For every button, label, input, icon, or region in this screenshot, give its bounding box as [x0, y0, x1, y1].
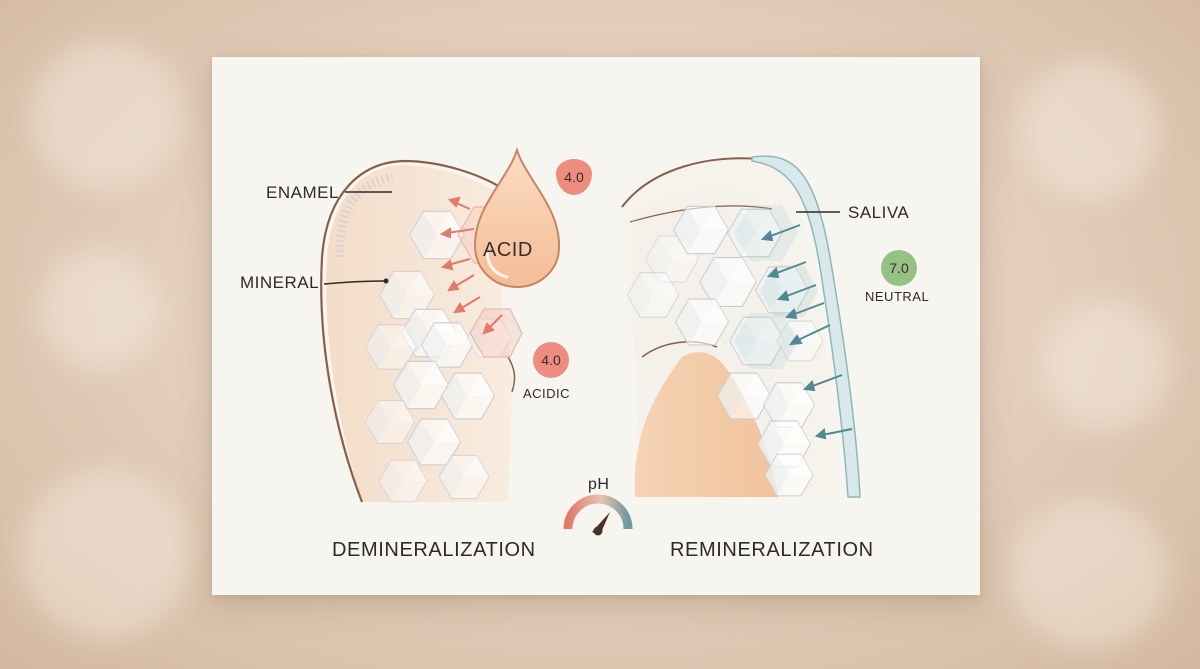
background-bokeh	[20, 470, 190, 640]
acidic-ph-value: 4.0	[541, 352, 561, 368]
enamel-label: ENAMEL	[266, 183, 339, 202]
infographic-card: ENAMEL MINERAL ACID 4.0 4.0 ACIDIC SALIV…	[212, 57, 980, 595]
remineralization-title: REMINERALIZATION	[670, 539, 874, 561]
background-bokeh	[1010, 500, 1170, 650]
demineralization-title: DEMINERALIZATION	[332, 539, 536, 561]
mineral-label: MINERAL	[240, 273, 320, 292]
neutral-ph-badge: 7.0	[881, 250, 917, 286]
saliva-layer	[751, 155, 861, 498]
saliva-arrow-icon	[760, 224, 853, 440]
neutral-ph-value: 7.0	[889, 260, 909, 276]
acidic-label: ACIDIC	[523, 386, 571, 401]
remineralization-tooth	[620, 155, 861, 498]
acidic-ph-badge: 4.0	[533, 342, 569, 378]
background-bokeh	[30, 40, 180, 190]
background-bokeh	[1040, 300, 1170, 430]
ph-label: pH	[588, 476, 610, 493]
acid-drop-icon	[473, 146, 561, 289]
acid-arrow-icon	[439, 196, 503, 335]
acid-ph-value: 4.0	[564, 169, 584, 185]
acid-ph-badge: 4.0	[556, 159, 592, 195]
neutral-label: NEUTRAL	[865, 289, 930, 304]
acid-drop-label: ACID	[483, 239, 533, 261]
background-bokeh	[1020, 60, 1160, 200]
ph-gauge-icon	[563, 494, 633, 536]
background-bokeh	[40, 250, 160, 370]
saliva-label: SALIVA	[848, 203, 910, 222]
tooth-illustration	[320, 146, 861, 536]
